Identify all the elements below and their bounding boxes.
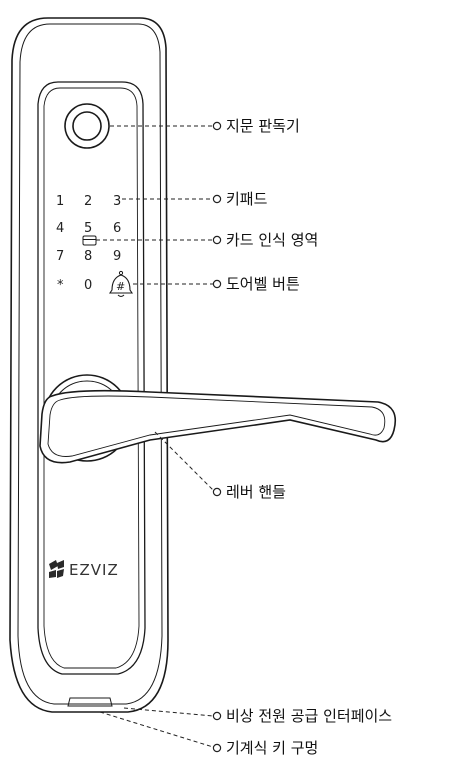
keypad-key: 4 bbox=[56, 221, 64, 236]
doorbell-icon: # bbox=[108, 270, 134, 297]
keypad-key: 2 bbox=[84, 194, 92, 209]
keypad-key: * bbox=[57, 278, 64, 293]
keypad-key: 6 bbox=[113, 221, 121, 236]
callout-labels: 지문 판독기 키패드 카드 인식 영역 도어벨 버튼 레버 핸들 비상 전원 공… bbox=[226, 117, 392, 757]
keypad-key: 3 bbox=[113, 194, 121, 209]
callout-power-label: 비상 전원 공급 인터페이스 bbox=[226, 707, 392, 725]
callout-keypad-label: 키패드 bbox=[226, 190, 268, 208]
brand-name: EZVIZ bbox=[69, 561, 119, 579]
callout-fingerprint-label: 지문 판독기 bbox=[226, 117, 300, 135]
callout-keyhole-label: 기계식 키 구멍 bbox=[226, 739, 318, 757]
callout-markers bbox=[212, 121, 222, 753]
lock-body bbox=[9, 17, 169, 713]
keypad-key: 7 bbox=[56, 249, 64, 264]
callout-lever-label: 레버 핸들 bbox=[226, 483, 286, 501]
card-icon bbox=[82, 235, 97, 246]
ezviz-logo-mark-icon bbox=[49, 560, 64, 578]
callout-card-label: 카드 인식 영역 bbox=[226, 231, 318, 249]
keypad-key: 0 bbox=[84, 278, 92, 293]
callout-doorbell-label: 도어벨 버튼 bbox=[226, 275, 300, 293]
keypad-key: 9 bbox=[113, 249, 121, 264]
keypad-key: 8 bbox=[84, 249, 92, 264]
keypad-key: 1 bbox=[56, 194, 64, 209]
fingerprint-reader bbox=[64, 103, 110, 149]
callout-lines bbox=[96, 125, 214, 748]
keypad-key-hash: # bbox=[116, 280, 125, 293]
keypad-key: 5 bbox=[84, 221, 92, 236]
lever-handle bbox=[39, 374, 397, 464]
keypad: 1 2 3 4 5 6 7 8 9 * 0 bbox=[56, 194, 121, 293]
ezviz-logo: EZVIZ bbox=[49, 560, 119, 579]
